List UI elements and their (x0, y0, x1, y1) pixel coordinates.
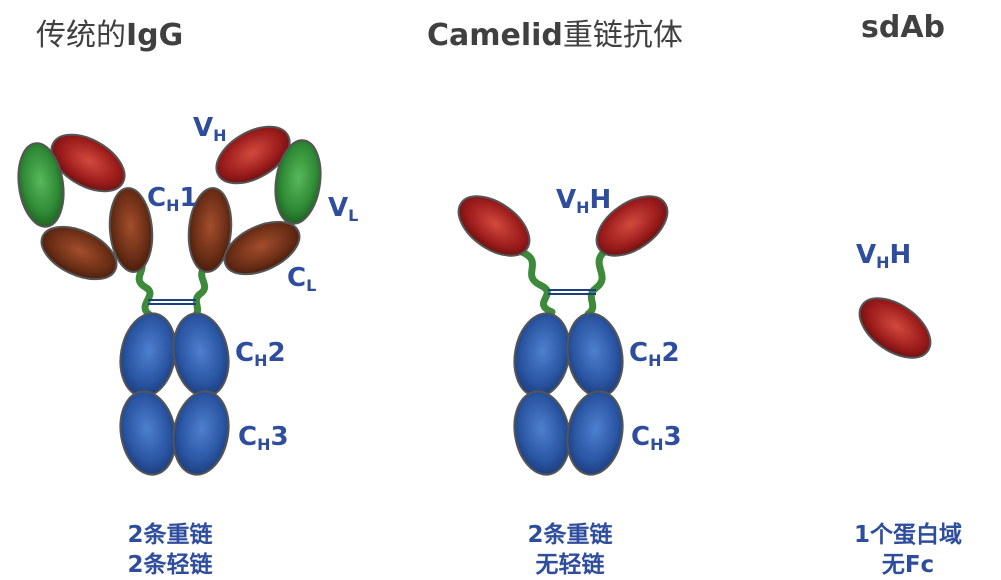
camelid-vhh-right (595, 195, 669, 257)
title-igg-plain: 传统的 (36, 18, 126, 53)
caption-camelid-line1: 2条重链 (527, 522, 613, 548)
camelid-antibody (457, 195, 669, 476)
caption-igg: 2条重链 2条轻链 (110, 520, 230, 580)
camelid-ch2-left (513, 312, 571, 398)
title-igg: 传统的IgG (36, 10, 183, 54)
diagram-svg (17, 125, 932, 476)
label-igg-ch3: CH3 (238, 422, 289, 454)
camelid-vhh-left (457, 195, 531, 257)
antibody-comparison-diagram: 传统的IgG Camelid重链抗体 sdAb (17, 10, 962, 578)
label-camelid-ch2: CH2 (629, 338, 680, 370)
igg-ch3-right (172, 390, 230, 476)
label-camelid-vhh: VHH (556, 185, 612, 217)
sdab-vhh (858, 297, 932, 359)
igg-ch3-left (119, 390, 177, 476)
label-igg-cl: CL (287, 263, 317, 295)
title-camelid-plain: 重链抗体 (562, 18, 683, 53)
camelid-hinge-left (518, 248, 556, 316)
caption-sdab: 1个蛋白域 无Fc (838, 520, 978, 580)
title-camelid: Camelid重链抗体 (427, 10, 683, 54)
title-sdab-bold: sdAb (861, 10, 946, 45)
caption-camelid-line2: 无轻链 (535, 552, 605, 578)
igg-vl-right (274, 139, 322, 225)
caption-camelid: 2条重链 无轻链 (510, 520, 630, 580)
label-camelid-ch3: CH3 (631, 422, 682, 454)
igg-cl-right (223, 220, 301, 276)
igg-vl-left (17, 142, 65, 228)
camelid-ch3-right (566, 390, 624, 476)
caption-igg-line1: 2条重链 (127, 522, 213, 548)
label-igg-vh: VH (193, 113, 227, 145)
label-sdab-vhh: VHH (856, 240, 912, 272)
camelid-ch3-left (513, 390, 571, 476)
title-sdab: sdAb (861, 10, 945, 45)
caption-sdab-line1: 1个蛋白域 (853, 522, 962, 548)
igg-ch1-right (187, 187, 233, 273)
label-igg-ch1: CH1 (147, 183, 198, 215)
igg-hinge-right (188, 264, 209, 322)
camelid-ch2-right (566, 312, 624, 398)
label-igg-ch2: CH2 (235, 338, 286, 370)
title-camelid-bold: Camelid (427, 18, 563, 53)
camelid-hinge-right (584, 248, 608, 318)
igg-ch2-left (119, 312, 177, 398)
caption-sdab-line2: 无Fc (881, 552, 935, 578)
igg-ch1-left (108, 187, 154, 273)
caption-igg-line2: 2条轻链 (127, 552, 213, 578)
igg-antibody (17, 125, 322, 476)
label-igg-vl: VL (328, 193, 359, 225)
igg-ch2-right (172, 312, 230, 398)
sdab-antibody (858, 297, 932, 359)
igg-cl-left (40, 225, 118, 281)
igg-vh-left (50, 133, 126, 193)
igg-vh-right (215, 125, 291, 185)
title-igg-bold: IgG (126, 18, 184, 53)
